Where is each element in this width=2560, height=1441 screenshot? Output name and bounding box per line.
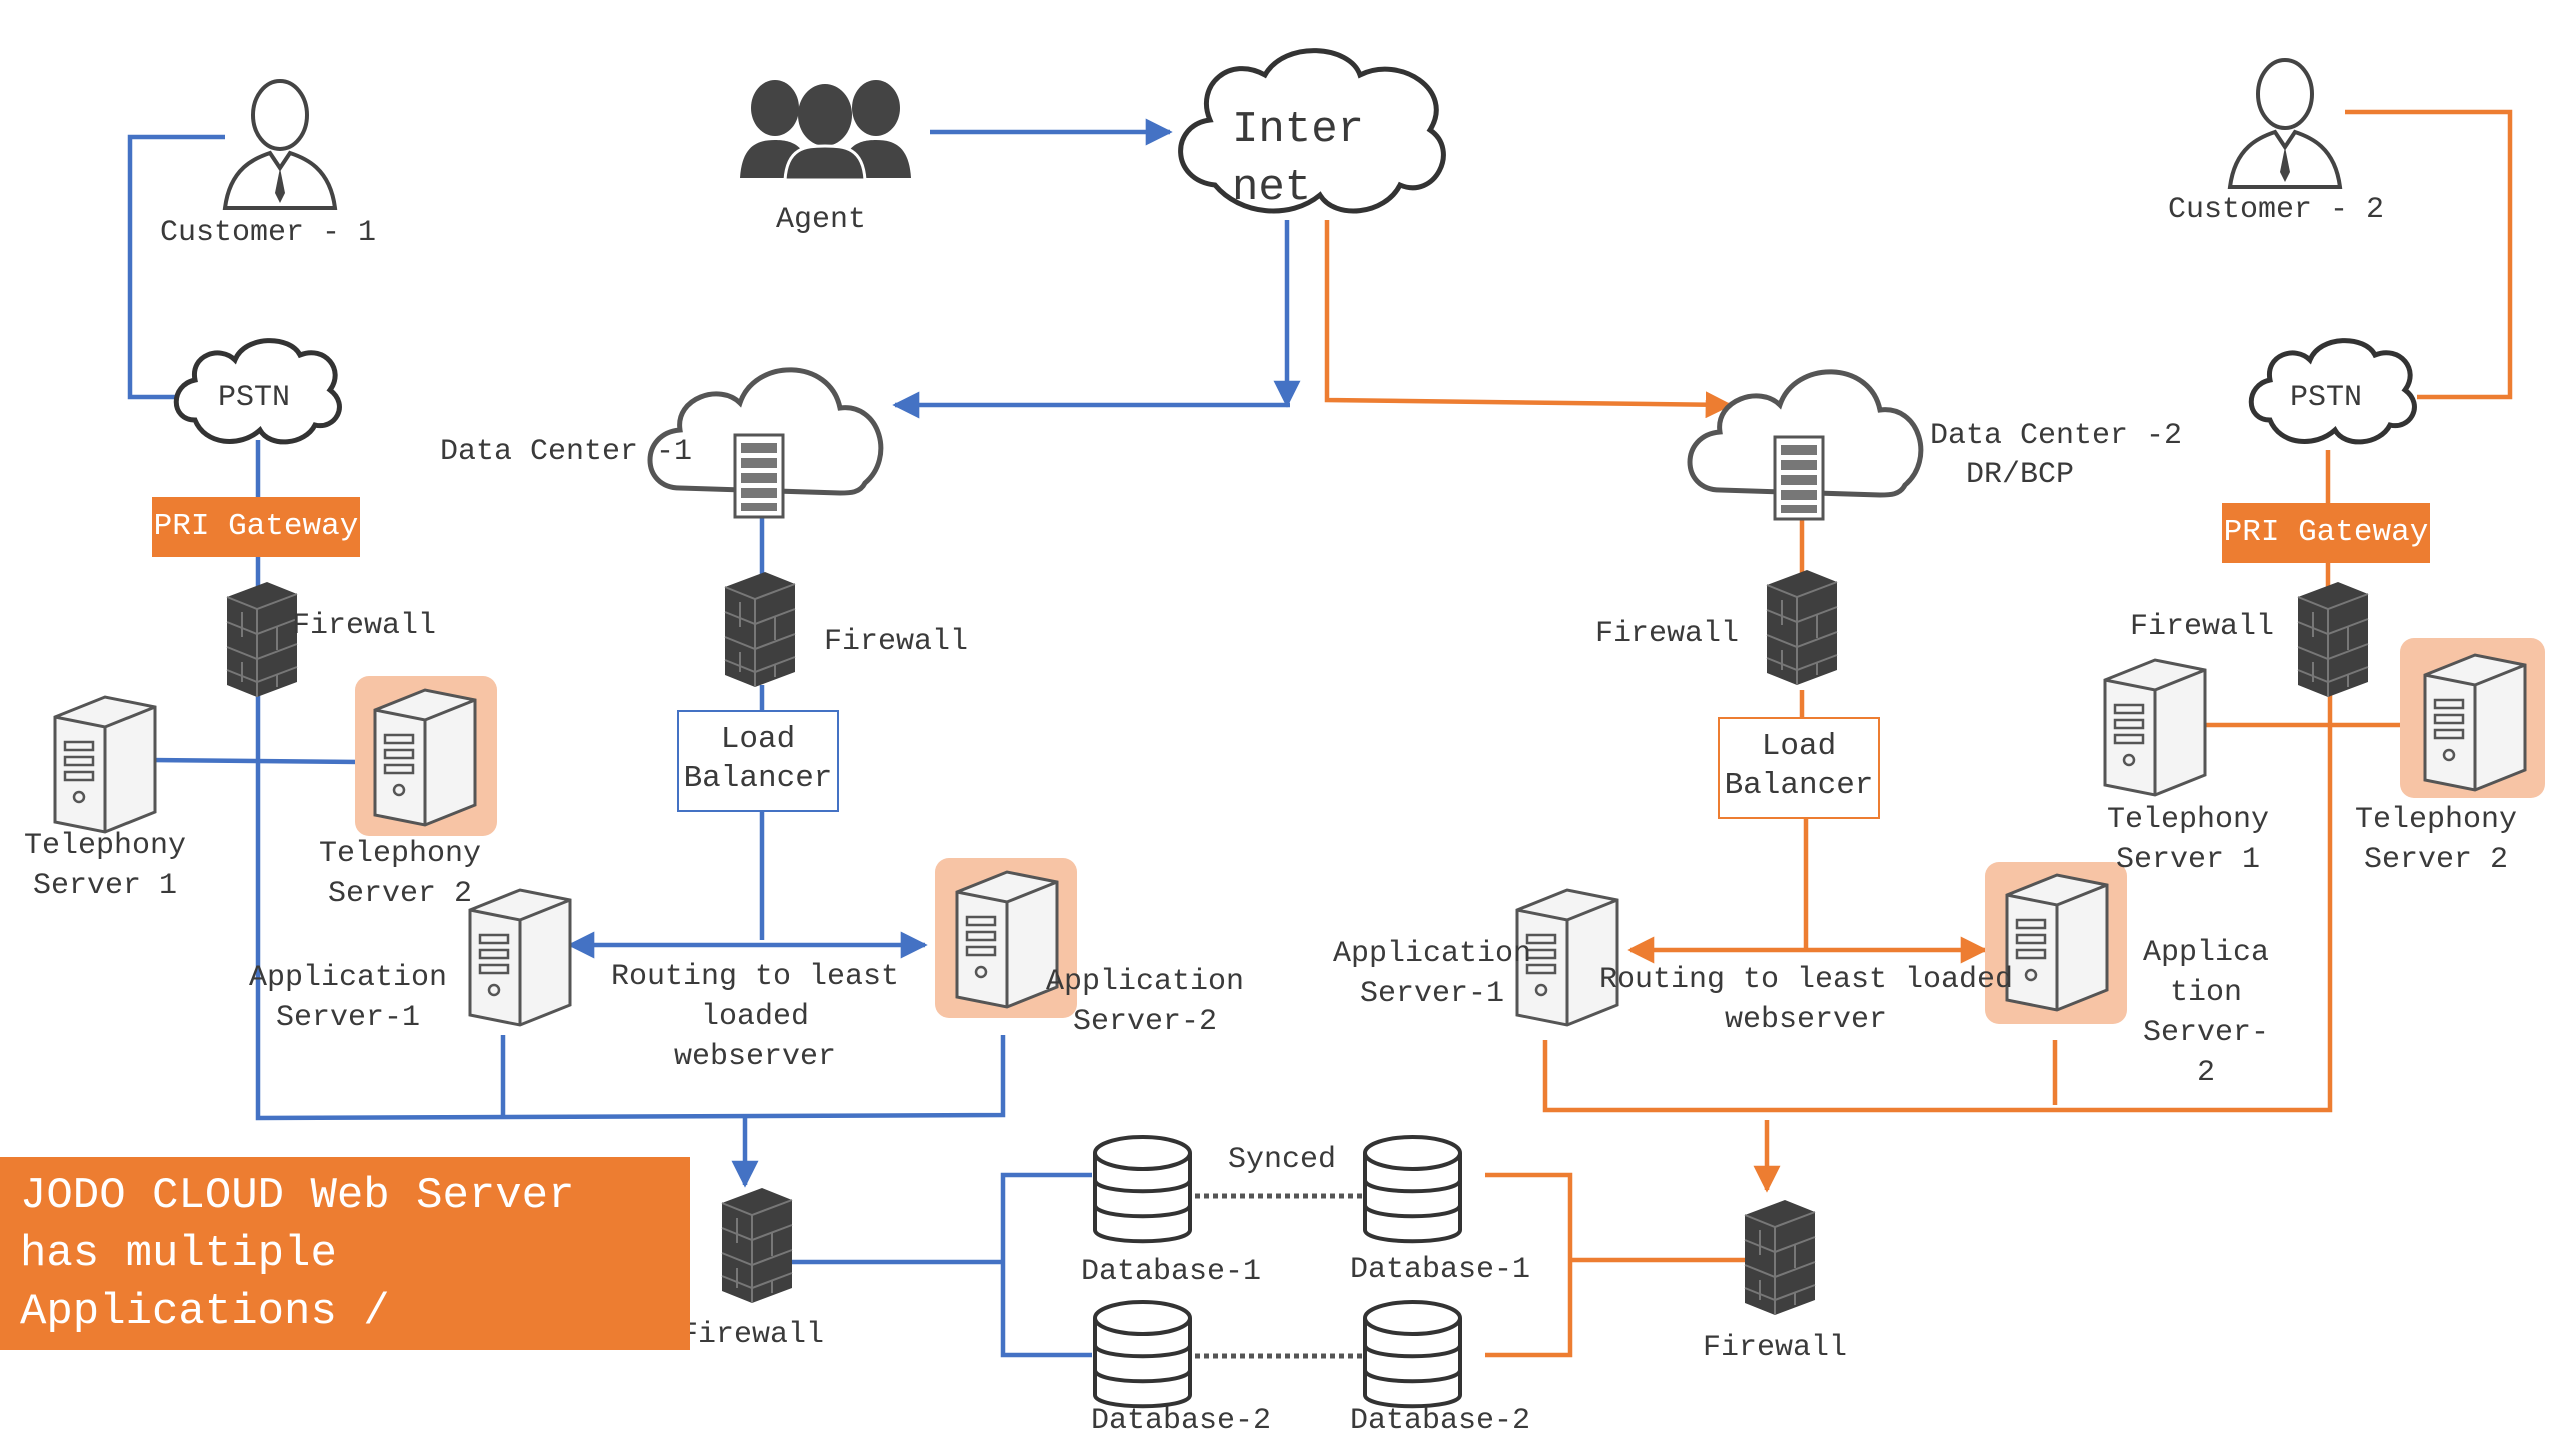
customer-1-label: Customer - 1 bbox=[160, 216, 377, 250]
agent-label: Agent bbox=[776, 203, 867, 237]
right-telephony-1-line1: Telephony bbox=[2106, 803, 2270, 837]
right-telephony-2-icon bbox=[2423, 653, 2527, 792]
firewall-bottom-right-label: Firewall bbox=[1703, 1331, 1848, 1365]
load-balancer-right: Load Balancer bbox=[1718, 717, 1880, 819]
internet-label-line1: Inter bbox=[1232, 105, 1365, 155]
routing-left-label: Routing to least loaded webserver bbox=[580, 957, 930, 1077]
left-telephony-2-line2: Server 2 bbox=[327, 877, 473, 911]
right-app-2-line1: Applica bbox=[2142, 936, 2270, 970]
database-2-right-icon bbox=[1363, 1300, 1462, 1409]
left-app-1-line1: Application bbox=[248, 961, 448, 995]
datacenter-1-label: Data Center -1 bbox=[440, 435, 693, 469]
routing-right-label: Routing to least loaded webserver bbox=[1556, 960, 2056, 1040]
datacenter-1-rack-icon bbox=[733, 433, 785, 519]
pri-gateway-right: PRI Gateway bbox=[2222, 503, 2430, 563]
left-app-2-line1: Application bbox=[1045, 965, 1245, 999]
right-app-2-line4: 2 bbox=[2196, 1056, 2215, 1090]
agent-group-icon bbox=[740, 80, 911, 182]
banner-line1: JODO CLOUD Web Server bbox=[20, 1171, 575, 1221]
database-2-left-label: Database-2 bbox=[1091, 1404, 1272, 1438]
datacenter-2-label-line1: Data Center -2 bbox=[1930, 419, 2183, 453]
synced-label: Synced bbox=[1228, 1143, 1337, 1177]
internet-label-line2: net bbox=[1232, 163, 1312, 213]
load-balancer-right-line1: Load bbox=[1761, 729, 1837, 764]
right-app-2-label: Applica tion Server- 2 bbox=[2120, 933, 2292, 1093]
database-1-left-icon bbox=[1093, 1135, 1192, 1244]
database-2-left-icon bbox=[1093, 1300, 1192, 1409]
banner-line2: has multiple bbox=[20, 1229, 337, 1279]
right-telephony-1-label: Telephony Server 1 bbox=[2088, 800, 2288, 880]
firewall-dc2-icon bbox=[1766, 569, 1838, 686]
firewall-bottom-right-icon bbox=[1744, 1199, 1816, 1316]
firewall-dc1-label: Firewall bbox=[824, 625, 969, 659]
left-telephony-1-line1: Telephony bbox=[23, 829, 187, 863]
customer-2-icon bbox=[2228, 58, 2342, 189]
banner-line3: Applications / bbox=[20, 1287, 390, 1337]
left-app-1-line2: Server-1 bbox=[275, 1001, 421, 1035]
pstn-left-cloud-icon bbox=[173, 338, 342, 445]
right-telephony-1-icon bbox=[2103, 658, 2207, 797]
pstn-left-label: PSTN bbox=[218, 381, 291, 415]
left-app-2-line2: Server-2 bbox=[1072, 1005, 1218, 1039]
customer-1-icon bbox=[223, 79, 337, 210]
pri-gateway-left: PRI Gateway bbox=[152, 497, 360, 557]
right-app-1-label: Application Server-1 bbox=[1322, 934, 1542, 1014]
left-telephony-1-icon bbox=[53, 695, 157, 834]
left-telephony-2-label: Telephony Server 2 bbox=[300, 834, 500, 914]
routing-right-line1: Routing to least loaded bbox=[1598, 963, 2014, 997]
firewall-bottom-left-icon bbox=[721, 1187, 793, 1304]
right-app-1-line1: Application bbox=[1332, 937, 1532, 971]
routing-left-line3: webserver bbox=[673, 1040, 837, 1074]
firewall-right-pri-icon bbox=[2297, 581, 2369, 698]
datacenter-2-label-line2: DR/BCP bbox=[1966, 458, 2075, 492]
jodo-cloud-banner: JODO CLOUD Web Server has multiple Appli… bbox=[0, 1157, 690, 1350]
firewall-right-pri-label: Firewall bbox=[2130, 610, 2275, 644]
firewall-left-pri-label: Firewall bbox=[292, 609, 437, 643]
routing-left-line1: Routing to least bbox=[610, 960, 900, 994]
left-app-1-label: Application Server-1 bbox=[238, 958, 458, 1038]
datacenter-2-rack-icon bbox=[1773, 435, 1825, 521]
pstn-right-label: PSTN bbox=[2290, 381, 2363, 415]
left-telephony-1-line2: Server 1 bbox=[32, 869, 178, 903]
load-balancer-left-line1: Load bbox=[720, 722, 796, 757]
firewall-bottom-left-label: Firewall bbox=[680, 1318, 825, 1352]
internet-cloud-icon bbox=[1178, 48, 1446, 214]
left-telephony-2-icon bbox=[373, 688, 477, 827]
load-balancer-right-line2: Balancer bbox=[1724, 768, 1874, 803]
routing-left-line2: loaded bbox=[700, 1000, 810, 1034]
customer-2-label: Customer - 2 bbox=[2168, 193, 2385, 227]
right-telephony-2-line2: Server 2 bbox=[2363, 843, 2509, 877]
right-telephony-2-label: Telephony Server 2 bbox=[2336, 800, 2536, 880]
right-telephony-1-line2: Server 1 bbox=[2115, 843, 2261, 877]
firewall-left-pri-icon bbox=[226, 581, 298, 698]
pstn-right-cloud-icon bbox=[2248, 338, 2417, 445]
right-app-1-line2: Server-1 bbox=[1359, 977, 1505, 1011]
right-app-2-line3: Server- bbox=[2142, 1016, 2270, 1050]
load-balancer-left-line2: Balancer bbox=[683, 761, 833, 796]
routing-right-line2: webserver bbox=[1724, 1003, 1888, 1037]
left-app-2-label: Application Server-2 bbox=[1035, 962, 1255, 1042]
database-1-left-label: Database-1 bbox=[1081, 1255, 1262, 1289]
database-1-right-label: Database-1 bbox=[1350, 1253, 1531, 1287]
database-1-right-icon bbox=[1363, 1135, 1462, 1244]
right-telephony-2-line1: Telephony bbox=[2354, 803, 2518, 837]
firewall-dc1-icon bbox=[724, 571, 796, 688]
left-telephony-2-line1: Telephony bbox=[318, 837, 482, 871]
left-telephony-1-label: Telephony Server 1 bbox=[5, 826, 205, 906]
firewall-dc2-label: Firewall bbox=[1595, 617, 1740, 651]
load-balancer-left: Load Balancer bbox=[677, 710, 839, 812]
right-app-2-line2: tion bbox=[2169, 976, 2242, 1010]
database-2-right-label: Database-2 bbox=[1350, 1404, 1531, 1438]
